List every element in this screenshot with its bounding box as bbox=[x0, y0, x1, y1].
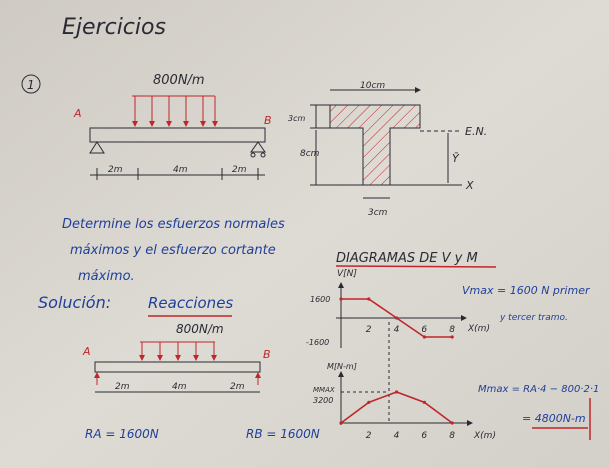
load-label: 800N/m bbox=[153, 73, 205, 88]
v-tick-min: -1600 bbox=[306, 338, 329, 347]
moment-x-tick: 2 bbox=[366, 431, 372, 441]
problem-beam: 800N/m bbox=[89, 73, 266, 180]
reaction-b: RB = 1600N bbox=[246, 427, 320, 441]
shear-point bbox=[367, 297, 371, 301]
shear-x-tick: 4 bbox=[394, 325, 400, 335]
shear-point bbox=[422, 335, 426, 339]
pin-support-a bbox=[89, 141, 105, 154]
m-tick-3200: 3200 bbox=[313, 396, 333, 405]
result-box-mark bbox=[532, 398, 591, 440]
moment-point bbox=[422, 400, 426, 404]
moment-point bbox=[395, 390, 399, 394]
x-axis-label: X bbox=[465, 179, 474, 192]
m-axis-label: M[N-m] bbox=[327, 362, 357, 371]
mmax-result: = 4800N-m bbox=[522, 412, 586, 425]
shear-x-tick: 8 bbox=[449, 325, 455, 335]
solution-label: Solución: bbox=[38, 293, 111, 312]
dim-3: 2m bbox=[232, 165, 247, 175]
v-tick-max: 1600 bbox=[310, 295, 330, 304]
section-width: 10cm bbox=[360, 81, 385, 91]
support-a-label: A bbox=[73, 107, 82, 120]
vmax-text-2: y tercer tramo. bbox=[499, 313, 568, 323]
m-tick-max: MMAX bbox=[313, 386, 335, 394]
statement-line-2: máximos y el esfuerzo cortante bbox=[70, 243, 276, 258]
exercise-number-circle bbox=[21, 74, 41, 94]
diagrams-title: DIAGRAMAS DE V y M bbox=[336, 251, 478, 266]
statement-line-1: Determine los esfuerzos normales bbox=[62, 217, 285, 232]
shear-point bbox=[450, 335, 454, 339]
exercise-number: 1 bbox=[27, 78, 35, 92]
shear-x-tick: 2 bbox=[366, 325, 372, 335]
dim-1: 2m bbox=[108, 165, 123, 175]
web-height: 8cm bbox=[300, 149, 320, 159]
moment-diagram: 2 4 6 8 bbox=[338, 322, 473, 441]
mmax-text: Mmax = RA·4 − 800·2·1 bbox=[478, 384, 599, 395]
shear-x-tick: 6 bbox=[421, 325, 427, 335]
shear-diagram: 2 4 6 8 bbox=[336, 282, 467, 348]
solution-support-a: A bbox=[82, 345, 91, 358]
ybar-label: Ȳ bbox=[452, 152, 460, 165]
moment-point bbox=[339, 421, 343, 425]
solution-load-label: 800N/m bbox=[176, 322, 224, 336]
moment-x-tick: 4 bbox=[394, 431, 400, 441]
moment-point bbox=[367, 400, 371, 404]
moment-point bbox=[450, 421, 454, 425]
distributed-load bbox=[132, 95, 218, 127]
solution-dim-3: 2m bbox=[230, 382, 245, 392]
solution-support-b: B bbox=[263, 348, 271, 361]
solution-dim-1: 2m bbox=[115, 382, 130, 392]
reactions-label: Reacciones bbox=[148, 294, 233, 312]
dim-2: 4m bbox=[173, 165, 188, 175]
statement-line-3: máximo. bbox=[78, 269, 135, 284]
moment-x-tick: 8 bbox=[449, 431, 455, 441]
shear-point bbox=[339, 297, 343, 301]
v-axis-label: V[N] bbox=[337, 269, 357, 279]
reaction-a: RA = 1600N bbox=[85, 427, 159, 441]
t-section bbox=[310, 87, 462, 199]
solution-dim-2: 4m bbox=[172, 382, 187, 392]
title: Ejercicios bbox=[62, 15, 166, 40]
vmax-text: Vmax = 1600 N primer bbox=[462, 284, 591, 297]
m-x-label: X(m) bbox=[473, 431, 496, 441]
neutral-axis-label: E.N. bbox=[465, 125, 487, 138]
roller-support-b bbox=[250, 141, 266, 153]
shear-point bbox=[395, 316, 399, 320]
diagrams-underline bbox=[335, 265, 497, 268]
solution-beam bbox=[94, 341, 261, 393]
v-x-label: X(m) bbox=[467, 324, 490, 334]
flange-thickness: 3cm bbox=[288, 114, 305, 123]
support-b-label: B bbox=[264, 114, 272, 127]
moment-x-tick: 6 bbox=[421, 431, 427, 441]
web-width: 3cm bbox=[368, 208, 388, 218]
